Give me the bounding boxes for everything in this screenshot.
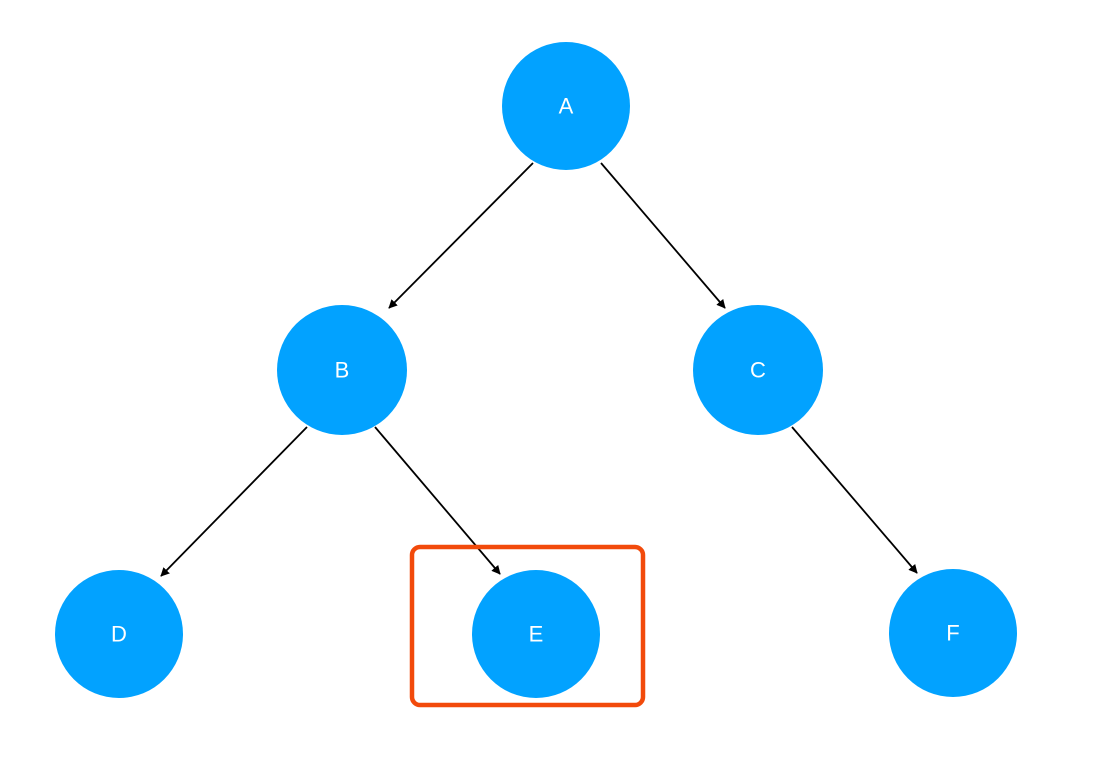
edge-a-c [600,162,726,309]
node-f[interactable]: F [889,569,1017,697]
edges-group [160,162,918,577]
node-b-label: B [335,358,350,383]
node-e-circle [472,570,600,698]
node-d[interactable]: D [55,570,183,698]
node-a-circle [502,42,630,170]
edge-b-e [374,426,501,575]
node-a[interactable]: A [502,42,630,170]
node-c[interactable]: C [693,305,823,435]
edge-a-b [388,162,534,309]
node-e[interactable]: E [472,570,600,698]
node-b[interactable]: B [277,305,407,435]
node-c-circle [693,305,823,435]
node-d-circle [55,570,183,698]
node-f-circle [889,569,1017,697]
node-a-label: A [559,94,574,119]
node-f-label: F [946,621,959,646]
edge-b-d [160,426,308,577]
node-d-label: D [111,622,127,647]
node-c-label: C [750,358,766,383]
edge-c-f [791,426,918,574]
highlight-box [409,544,646,708]
node-b-circle [277,305,407,435]
node-e-label: E [529,622,544,647]
